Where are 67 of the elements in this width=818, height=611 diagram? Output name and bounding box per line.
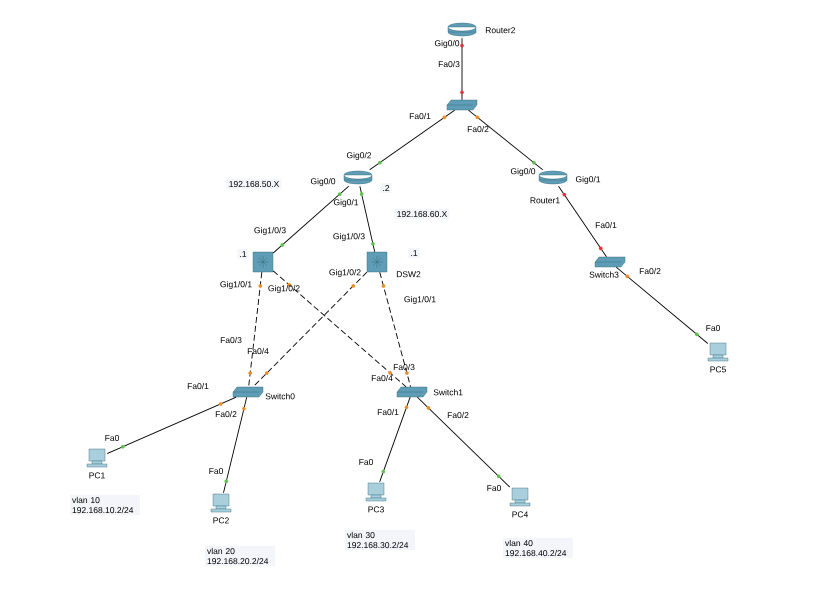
port-label: Fa0/1 [188,382,208,390]
port-label: Fa0/3 [438,60,460,68]
address-note: .2 [380,183,392,193]
network-link [252,272,368,388]
network-link [272,270,406,388]
network-link [460,38,464,100]
multilayer-switch-icon [252,252,274,272]
device-name: PC3 [368,506,384,512]
port-label: Fa0/4 [248,348,269,354]
network-link [359,186,376,252]
port-label: Gig0/0 [434,40,460,48]
port-label: Fa0/3 [220,336,242,344]
port-label: Gig1/0/2 [329,269,361,277]
network-link [223,396,248,494]
port-label: Fa0/1 [410,112,430,120]
device-name: Router1 [530,197,560,204]
address-note: 192.168.50.X [226,179,282,190]
port-label: Fa0 [105,435,119,441]
device-name: Router2 [486,27,516,34]
device-name: PC4 [512,511,528,518]
network-link [558,186,607,258]
port-label: Gig1/0/2 [268,285,300,293]
device-name: Switch0 [266,393,295,400]
port-label: Fa0 [706,325,720,331]
address-note: vlan 10 192.168.10.2/24 [70,494,140,516]
device-name: DSW2 [396,271,420,278]
port-label: Fa0 [359,459,373,465]
port-label: Gig1/0/1 [220,281,252,289]
switch-icon [446,100,478,110]
port-label: Gig0/1 [576,176,600,184]
port-label: Fa0/1 [596,222,616,228]
port-label: Fa0 [487,485,501,491]
network-link [272,186,350,254]
port-label: Fa0/2 [448,412,468,418]
address-note: 192.168.60.X [394,209,450,220]
address-note: .1 [408,248,420,258]
port-label: Gig1/0/3 [333,233,365,241]
port-label: Fa0 [209,468,223,474]
device-name: Switch3 [590,271,619,278]
port-label: Fa0/4 [372,374,393,382]
port-label: Gig0/1 [334,199,358,207]
network-link [468,110,544,170]
port-label: Fa0/1 [378,408,398,416]
port-label: Fa0/2 [640,268,660,274]
port-label: Gig0/2 [346,152,372,160]
port-label: Gig1/0/1 [404,296,436,304]
device-name: PC5 [710,366,726,372]
network-link [379,272,412,388]
address-note: vlan 40 192.168.40.2/24 [503,538,573,558]
network-link [248,272,262,388]
port-label: Fa0/2 [468,126,488,132]
network-link [106,396,237,454]
device-name: Switch1 [434,389,463,396]
address-note: .1 [237,249,249,259]
port-label: Fa0/2 [216,410,236,418]
port-label: Gig1/0/3 [254,227,286,235]
address-note: vlan 30 192.168.30.2/24 [345,530,415,550]
port-label: Gig0/0 [510,168,536,176]
port-label: Fa0/3 [394,364,414,370]
router-icon [344,170,372,184]
network-link [369,110,456,170]
address-note: vlan 20 192.168.20.2/24 [205,546,275,566]
device-name: PC2 [213,517,229,524]
device-name: PC1 [89,472,105,478]
network-link [616,266,708,344]
port-label: Gig0/0 [310,178,336,186]
network-link [416,396,510,488]
